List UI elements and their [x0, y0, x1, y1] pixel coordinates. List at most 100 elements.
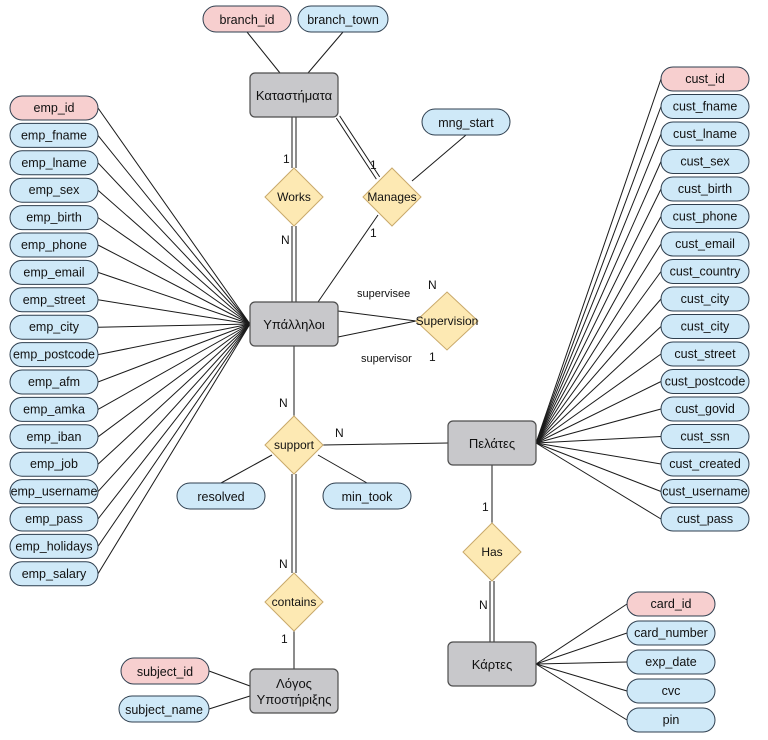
attribute-branch-town — [297, 5, 389, 33]
attribute-min-took — [322, 482, 412, 510]
connector — [97, 323, 251, 520]
connector — [97, 323, 251, 547]
employee-attribute — [9, 259, 99, 285]
connector — [535, 243, 662, 444]
relationship-contains-label: contains — [272, 595, 317, 609]
connector — [307, 31, 344, 74]
connector — [317, 214, 379, 303]
connector — [208, 670, 251, 687]
connector — [97, 323, 251, 410]
employee-attribute-label: emp_salary — [22, 567, 87, 581]
entity-support-reason — [249, 668, 339, 714]
reason-attributes: subject_id subject_name — [118, 657, 210, 723]
attribute-resolved — [176, 482, 266, 510]
employee-attribute-label: emp_iban — [27, 430, 82, 444]
entity-support-reason-label-line2: Υποστήριξης — [257, 692, 332, 707]
connector — [535, 326, 662, 444]
entities: Καταστήματα Υπάλληλοι Πελάτες Κάρτες Λόγ… — [249, 72, 537, 714]
connector — [97, 107, 251, 325]
customer-attribute-label: cust_govid — [675, 402, 735, 416]
connector — [97, 323, 251, 383]
cardinality-works-emp: N — [281, 233, 290, 247]
employee-attribute-label: emp_holidays — [15, 539, 92, 553]
connector — [535, 632, 628, 665]
employee-attribute-label: emp_lname — [21, 156, 86, 170]
employee-attribute — [9, 561, 99, 587]
connector — [535, 603, 628, 665]
attribute-subject-id-label: subject_id — [137, 665, 193, 679]
employee-attribute — [9, 205, 99, 231]
relationship-contains — [264, 572, 324, 632]
employee-attribute — [9, 122, 99, 148]
connector — [535, 661, 628, 665]
connector — [97, 299, 251, 325]
customer-attribute — [660, 314, 750, 339]
attribute-subject-name-label: subject_name — [125, 703, 203, 717]
attribute-min-took-label: min_took — [342, 490, 393, 504]
customer-attribute — [660, 149, 750, 174]
card-attribute — [626, 678, 716, 704]
connector — [97, 323, 251, 575]
card-attribute — [626, 649, 716, 675]
connector — [97, 135, 251, 325]
employee-attribute-label: emp_username — [11, 485, 98, 499]
card-attribute — [626, 620, 716, 646]
attribute-subject-name — [118, 695, 210, 723]
relationship-supervision-label: Supervision — [416, 314, 479, 328]
card-attribute — [626, 591, 716, 617]
cardinality-contains-reason: 1 — [281, 632, 288, 646]
attribute-resolved-label: resolved — [197, 490, 244, 504]
customer-attribute — [660, 176, 750, 202]
connector — [535, 298, 662, 444]
card-attribute-label: card_id — [651, 597, 692, 611]
customer-attribute-label: cust_postcode — [665, 375, 746, 389]
employee-attribute-label: emp_street — [23, 293, 86, 307]
customer-attribute — [660, 259, 750, 284]
relationship-works-label: Works — [277, 190, 311, 204]
customer-attribute-label: cust_email — [675, 237, 735, 251]
customer-attribute — [660, 121, 750, 147]
connector — [535, 442, 662, 520]
connector-lines — [97, 31, 662, 721]
store-attributes: branch_id branch_town mng_start — [202, 5, 511, 136]
connector — [322, 442, 449, 446]
employee-attribute — [9, 177, 99, 203]
customer-attribute-label: cust_city — [681, 292, 730, 306]
employee-attribute-label: emp_pass — [25, 512, 83, 526]
customer-attributes: cust_idcust_fnamecust_lnamecust_sexcust_… — [660, 66, 750, 532]
employee-attribute-label: emp_city — [29, 320, 80, 334]
employee-attribute — [9, 287, 99, 313]
employee-attribute — [9, 150, 99, 176]
connector — [411, 134, 467, 182]
employee-attribute — [9, 369, 99, 395]
employee-attribute-label: emp_id — [34, 101, 75, 115]
attribute-branch-town-label: branch_town — [307, 13, 379, 27]
card-attribute-label: exp_date — [645, 655, 696, 669]
cardinality-support-emp: N — [279, 396, 288, 410]
employee-attribute-label: emp_postcode — [13, 348, 95, 362]
connector — [535, 381, 662, 444]
entity-cards — [447, 641, 537, 687]
customer-attribute — [660, 66, 750, 92]
relationship-has-label: Has — [481, 545, 502, 559]
employee-attribute-label: emp_fname — [21, 128, 87, 142]
employee-attribute — [9, 479, 99, 505]
customer-attribute-label: cust_country — [670, 265, 742, 279]
employee-attribute — [9, 314, 99, 340]
attribute-branch-id — [202, 5, 292, 33]
connector — [97, 162, 251, 325]
customer-attribute-label: cust_id — [685, 72, 725, 86]
employee-attribute-label: emp_birth — [26, 211, 82, 225]
connector — [97, 323, 251, 492]
connector — [97, 323, 251, 438]
connector — [535, 133, 662, 444]
cardinality-manages-store: 1 — [370, 158, 377, 172]
cardinality-support-cust: N — [335, 426, 344, 440]
connector — [97, 244, 251, 325]
employee-attribute-label: emp_phone — [21, 238, 87, 252]
employee-attribute — [9, 232, 99, 258]
employee-attribute — [9, 424, 99, 450]
customer-attribute-label: cust_username — [662, 485, 748, 499]
cardinality-supervisor: 1 — [429, 350, 436, 364]
